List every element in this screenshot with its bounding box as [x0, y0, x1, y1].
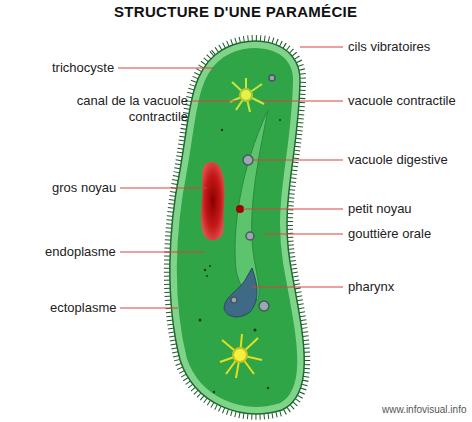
- cell-body: [170, 41, 304, 414]
- leader-lines: [118, 47, 343, 308]
- macronucleus: [201, 162, 225, 240]
- ectoplasm-band: [170, 41, 304, 414]
- part-label: gros noyau: [52, 180, 116, 196]
- part-label: endoplasme: [45, 244, 116, 260]
- cilia: [170, 41, 304, 414]
- part-label: canal de la vacuole contractile: [58, 93, 188, 125]
- contractile-vacuole: [230, 78, 264, 112]
- part-label: ectoplasme: [50, 300, 116, 316]
- pharynx: [224, 268, 257, 317]
- part-label: petit noyau: [348, 201, 412, 217]
- part-label: trichocyste: [52, 60, 114, 76]
- contractile-vacuole: [220, 334, 262, 378]
- part-label: gouttière orale: [348, 226, 431, 242]
- part-label: pharynx: [348, 279, 394, 295]
- micronucleus: [236, 205, 244, 213]
- diagram-title: STRUCTURE D'UNE PARAMÉCIE: [114, 3, 357, 20]
- watermark: www.infovisual.info: [382, 404, 466, 415]
- part-label: vacuole contractile: [348, 93, 456, 109]
- cell-outline: [170, 41, 304, 414]
- part-label: vacuole digestive: [348, 152, 448, 168]
- digestive-vacuole: [231, 75, 275, 311]
- part-label: cils vibratoires: [348, 39, 430, 55]
